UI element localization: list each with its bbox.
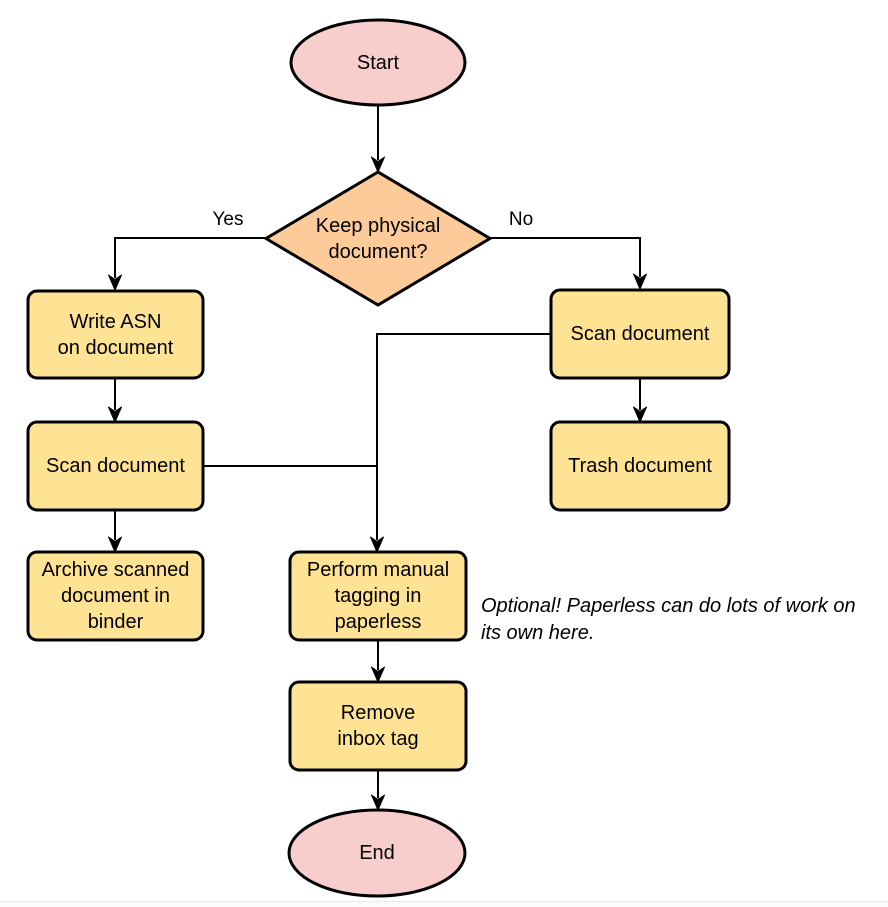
edge-scan-right-to-tagging [370, 333, 551, 553]
scan-left-node-shape [26, 420, 205, 512]
archive-node-shape [26, 550, 205, 642]
start-node-shape [289, 18, 467, 107]
write-asn-node-shape [26, 289, 205, 380]
end-node-shape [287, 808, 467, 898]
edge-decision-no-to-scan-right [490, 237, 647, 290]
decision-node-shape [263, 170, 493, 307]
edge-start-to-decision [371, 105, 385, 173]
remove-inbox-node-shape [288, 680, 468, 772]
edge-tagging-to-remove-inbox [371, 640, 385, 683]
edge-decision-yes-to-write-asn [108, 237, 266, 291]
edge-write-asn-to-scan-left [108, 378, 122, 423]
edge-scan-left-to-archive [108, 510, 122, 553]
trash-node-shape [549, 420, 731, 512]
bottom-page-edge [0, 901, 888, 907]
scan-right-node-shape [549, 288, 731, 380]
edge-scan-right-to-trash [633, 378, 647, 423]
tagging-node-shape [288, 550, 468, 642]
optional-note-text: Optional! Paperless can do lots of work … [481, 595, 856, 644]
edge-remove-inbox-to-end [371, 770, 385, 811]
